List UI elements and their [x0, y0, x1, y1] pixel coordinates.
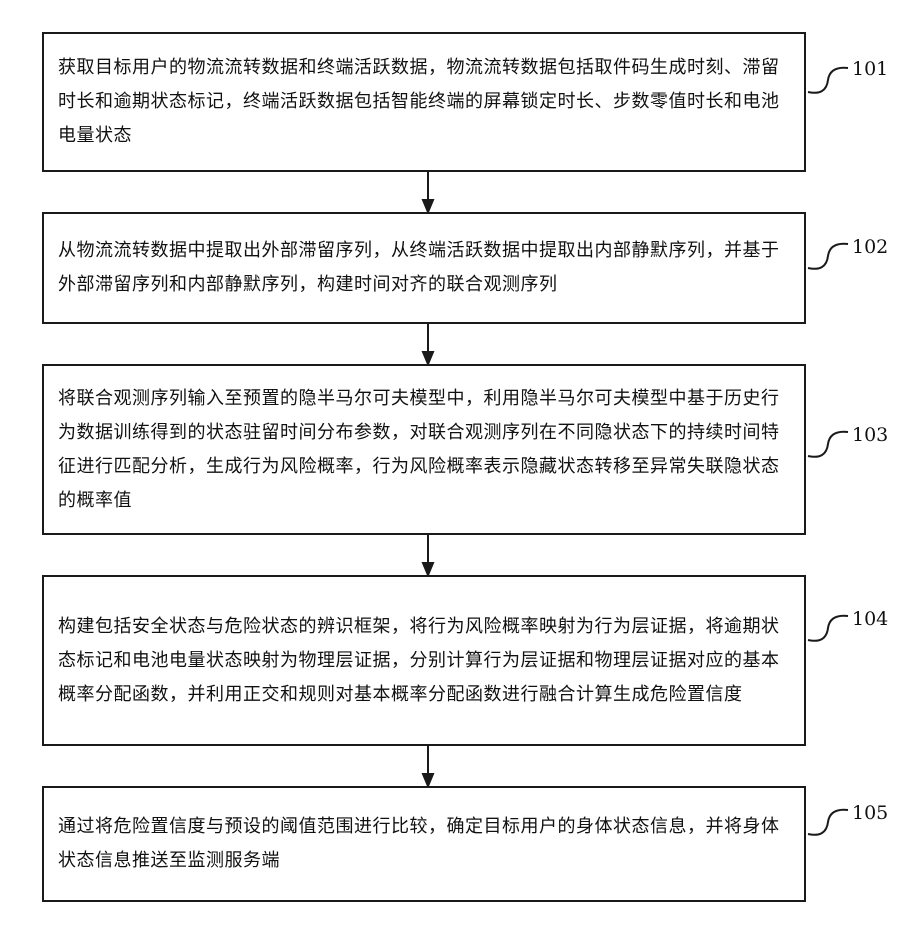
- step-box-103: 将联合观测序列输入至预置的隐半马尔可夫模型中，利用隐半马尔可夫模型中基于历史行为…: [42, 364, 806, 535]
- leader-105: [808, 810, 848, 835]
- leader-102: [808, 244, 848, 269]
- step-text-102: 从物流流转数据中提取出外部滞留序列，从终端活跃数据中提取出内部静默序列，并基于外…: [58, 234, 790, 302]
- arrow-head-103-104: [423, 563, 433, 575]
- step-label-105: 105: [852, 802, 888, 824]
- step-label-101: 101: [852, 58, 888, 80]
- step-box-102: 从物流流转数据中提取出外部滞留序列，从终端活跃数据中提取出内部静默序列，并基于外…: [42, 212, 806, 324]
- step-label-102: 102: [852, 236, 888, 258]
- arrow-head-101-102: [423, 200, 433, 212]
- step-box-104: 构建包括安全状态与危险状态的辨识框架，将行为风险概率映射为行为层证据，将逾期状态…: [42, 575, 806, 746]
- step-box-105: 通过将危险置信度与预设的阈值范围进行比较，确定目标用户的身体状态信息，并将身体状…: [42, 786, 806, 902]
- arrow-head-104-105: [423, 774, 433, 786]
- step-text-105: 通过将危险置信度与预设的阈值范围进行比较，确定目标用户的身体状态信息，并将身体状…: [58, 810, 790, 878]
- step-box-101: 获取目标用户的物流流转数据和终端活跃数据，物流流转数据包括取件码生成时刻、滞留时…: [42, 32, 806, 172]
- leader-103: [808, 432, 848, 457]
- leader-104: [808, 616, 848, 641]
- step-text-104: 构建包括安全状态与危险状态的辨识框架，将行为风险概率映射为行为层证据，将逾期状态…: [58, 610, 790, 712]
- step-label-103: 103: [852, 424, 888, 446]
- step-text-101: 获取目标用户的物流流转数据和终端活跃数据，物流流转数据包括取件码生成时刻、滞留时…: [58, 51, 790, 153]
- step-text-103: 将联合观测序列输入至预置的隐半马尔可夫模型中，利用隐半马尔可夫模型中基于历史行为…: [58, 382, 790, 518]
- step-label-104: 104: [852, 608, 888, 630]
- arrow-head-102-103: [423, 352, 433, 364]
- leader-101: [808, 68, 848, 93]
